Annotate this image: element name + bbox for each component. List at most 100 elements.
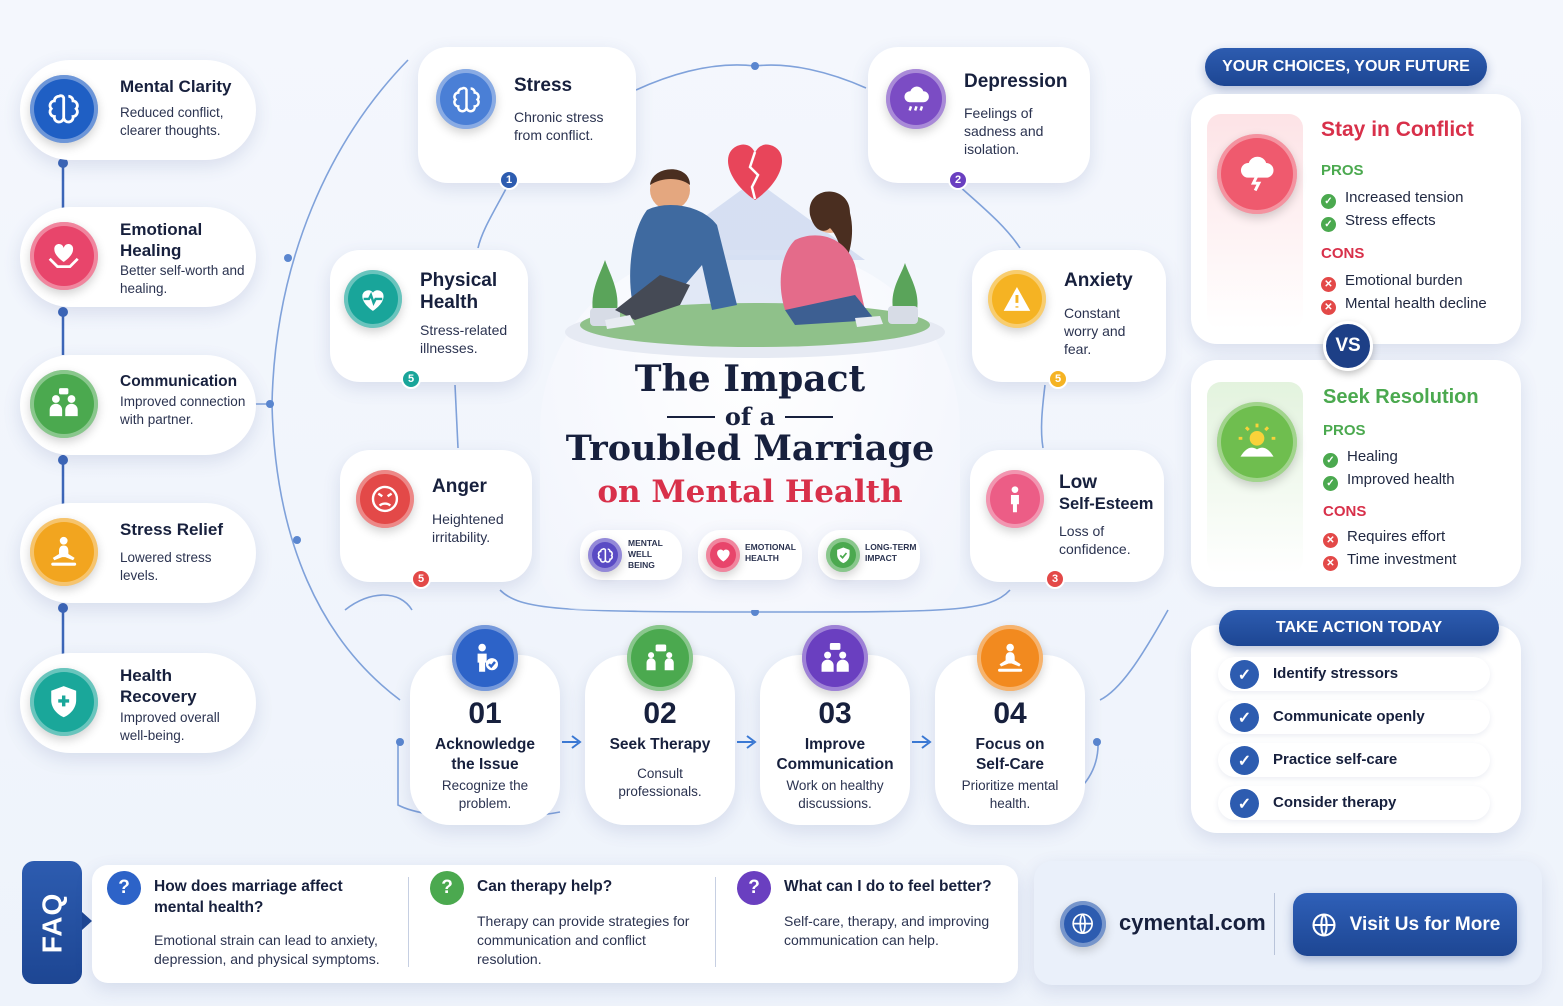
choices-header: YOUR CHOICES, YOUR FUTURE	[1205, 48, 1487, 86]
question-icon: ?	[107, 871, 141, 905]
x-icon: ✕	[1321, 277, 1336, 292]
title-rule-left	[666, 415, 715, 418]
effect-title: Stress	[514, 75, 573, 96]
choice-title: Stay in Conflict	[1321, 118, 1474, 141]
meditation-icon	[977, 625, 1043, 691]
website-link[interactable]: cymental.com	[1119, 910, 1266, 935]
action-item: ✓ Consider therapy	[1218, 786, 1490, 820]
faq-question: How does marriage affect	[154, 878, 343, 895]
main-title-line1: The Impact	[634, 358, 866, 400]
benefit-title: Health Recovery	[120, 666, 197, 706]
faq-label: FAQ	[36, 892, 67, 953]
checkmark-icon: ✓	[1230, 789, 1259, 818]
therapy-icon	[627, 625, 693, 691]
benefit-title: Communication	[120, 373, 238, 390]
step-title-line2: Self-Care	[975, 756, 1045, 773]
check-icon: ✓	[1323, 453, 1338, 468]
step-number: 04	[993, 697, 1027, 730]
effect-card-depression: Depression Feelings of sadness and isola…	[868, 47, 1090, 183]
step-title: Focus on	[975, 736, 1045, 753]
benefit-card-health-recovery: Health Recovery Improved overall well-be…	[20, 653, 256, 753]
heart-icon	[706, 538, 740, 572]
main-title-line4: on Mental Health	[597, 474, 903, 510]
pro-item: ✓Healing	[1323, 445, 1455, 468]
shield-plus-icon	[30, 668, 98, 736]
faq-question-line2: mental health?	[154, 899, 264, 916]
x-icon: ✕	[1321, 300, 1336, 315]
step-title: Acknowledge	[435, 736, 535, 753]
storm-cloud-icon	[1217, 134, 1297, 214]
pros-label: PROS	[1321, 162, 1364, 179]
globe-icon	[1310, 911, 1338, 939]
meditation-icon	[30, 518, 98, 586]
faq-panel	[92, 865, 1018, 983]
check-icon: ✓	[1321, 194, 1336, 209]
benefit-title: Mental Clarity	[120, 77, 232, 96]
effect-card-anxiety: Anxiety Constant worry and fear.	[972, 250, 1166, 382]
faq-answer: Emotional strain can lead to anxiety, de…	[154, 932, 380, 967]
benefit-desc: Improved overall well-being.	[120, 710, 220, 743]
visit-us-label: Visit Us for More	[1349, 913, 1501, 935]
checkmark-icon: ✓	[1230, 703, 1259, 732]
brain-icon	[30, 75, 98, 143]
chip-line: MENTAL	[628, 538, 663, 548]
benefit-desc: Reduced conflict, clearer thoughts.	[120, 105, 224, 138]
effect-card-physical-health: Physical Health Stress-related illnesses…	[330, 250, 528, 382]
benefit-desc: Lowered stress levels.	[120, 550, 212, 583]
main-title-line3: Troubled Marriage	[565, 428, 935, 469]
step-title-line2: the Issue	[451, 756, 519, 773]
question-icon: ?	[430, 871, 464, 905]
faq-answer: Therapy can provide strategies for commu…	[477, 913, 690, 967]
benefit-card-emotional-healing: Emotional Healing Better self-worth and …	[20, 207, 256, 307]
question-icon: ?	[737, 871, 771, 905]
effect-desc: Heightened irritability.	[432, 511, 504, 545]
heartbeat-icon	[344, 270, 402, 328]
pro-item: ✓Increased tension	[1321, 186, 1463, 209]
shield-check-icon	[826, 538, 860, 572]
couple-talk-icon	[802, 625, 868, 691]
step-number: 02	[643, 697, 677, 730]
benefit-title: Stress Relief	[120, 520, 223, 539]
visit-us-button[interactable]: Visit Us for More	[1293, 893, 1517, 956]
sunrise-icon	[1217, 402, 1297, 482]
couple-talk-icon	[30, 370, 98, 438]
chip-line: HEALTH	[745, 553, 779, 563]
effect-title: Anger	[432, 476, 487, 497]
rain-cloud-icon	[886, 69, 946, 129]
brain-icon	[588, 538, 622, 572]
effect-number-badge: 3	[1045, 569, 1065, 589]
take-action-header: TAKE ACTION TODAY	[1219, 610, 1499, 646]
person-icon	[986, 470, 1044, 528]
con-item: ✕Emotional burden	[1321, 269, 1487, 292]
effect-title: Depression	[964, 71, 1068, 92]
vs-badge: VS	[1323, 321, 1373, 371]
benefit-card-mental-clarity: Mental Clarity Reduced conflict, clearer…	[20, 60, 256, 160]
benefit-card-communication: Communication Improved connection with p…	[20, 355, 256, 455]
step-desc: Prioritize mental health.	[961, 778, 1059, 811]
warning-icon	[988, 270, 1046, 328]
faq-arrow	[82, 912, 92, 930]
effect-number-badge: 5	[401, 369, 421, 389]
chip-line: LONG-TERM	[865, 542, 917, 552]
effect-card-low-self-esteem: Low Self-Esteem Loss of confidence.	[970, 450, 1164, 582]
con-item: ✕Time investment	[1323, 548, 1456, 571]
chip-long-term-impact: LONG-TERM IMPACT	[818, 530, 920, 580]
choice-card-stay-in-conflict: Stay in Conflict PROS ✓Increased tension…	[1191, 94, 1521, 344]
step-number: 03	[818, 697, 852, 730]
x-icon: ✕	[1323, 533, 1338, 548]
choice-title: Seek Resolution	[1323, 386, 1479, 408]
checkmark-icon: ✓	[1230, 660, 1259, 689]
effect-number-badge: 5	[411, 569, 431, 589]
step-desc: Work on healthy discussions.	[786, 778, 884, 811]
person-check-icon	[452, 625, 518, 691]
con-item: ✕Requires effort	[1323, 525, 1456, 548]
effect-number-badge: 2	[948, 170, 968, 190]
title-rule-right	[785, 415, 834, 418]
action-item: ✓ Communicate openly	[1218, 700, 1490, 734]
benefit-desc: Better self-worth and healing.	[120, 263, 245, 296]
step-title: Improve	[804, 736, 866, 753]
action-item: ✓ Practice self-care	[1218, 743, 1490, 777]
effect-desc: Constant worry and fear.	[1064, 305, 1126, 357]
effect-title: Low	[1059, 472, 1097, 493]
